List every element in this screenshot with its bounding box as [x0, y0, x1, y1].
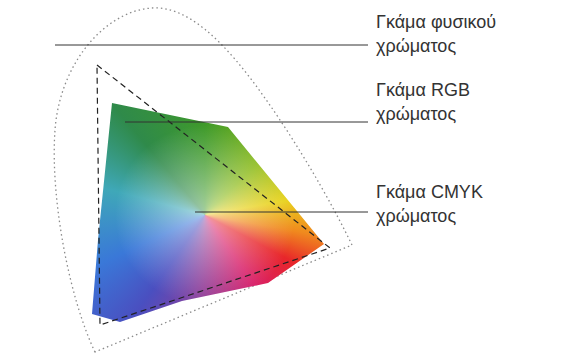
leader-line — [125, 122, 368, 123]
gamut-label: Γκάμα RGB χρώματος — [376, 78, 546, 126]
leader-line — [195, 212, 368, 213]
gamut-label: Γκάμα φυσικού χρώματος — [376, 10, 546, 58]
rgb-gamut-outline — [97, 65, 330, 325]
cmyk-gamut-fill — [80, 90, 340, 330]
leader-line — [55, 45, 368, 46]
natural-gamut-outline — [54, 8, 352, 352]
gamut-label: Γκάμα CMYK χρώματος — [376, 180, 546, 228]
